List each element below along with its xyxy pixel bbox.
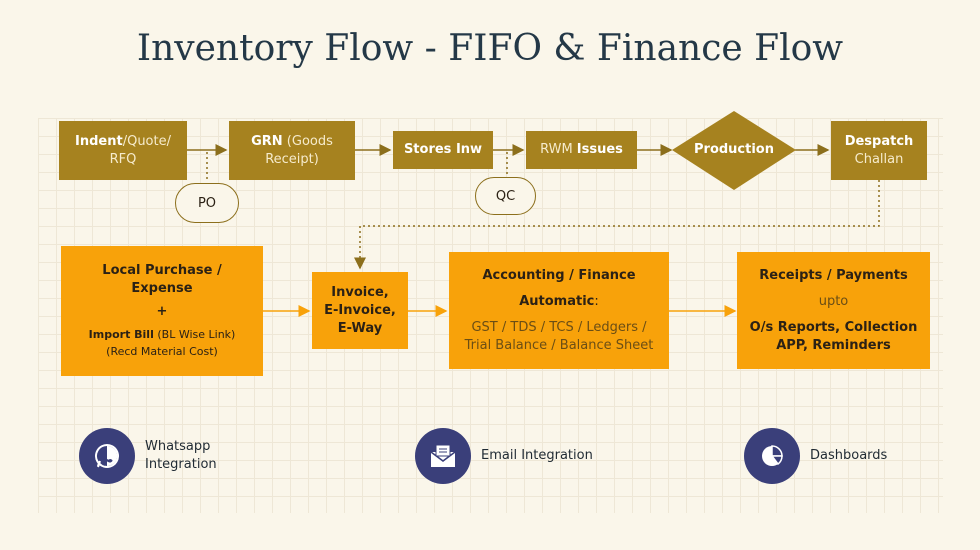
- dashboard-icon: [744, 428, 800, 484]
- local-purchase-line2: Expense: [131, 281, 193, 296]
- email-icon: [415, 428, 471, 484]
- production-diamond: [672, 111, 796, 190]
- accounting-box: Accounting / Finance Automatic: GST / TD…: [449, 252, 669, 369]
- receipts-upto: upto: [818, 293, 849, 309]
- automatic-label: Automatic: [519, 293, 595, 309]
- grn-box: GRN (Goods Receipt): [229, 121, 355, 180]
- po-pill: PO: [175, 183, 239, 223]
- indent-label: Indent: [75, 133, 123, 149]
- despatch-box: Despatch Challan: [831, 121, 927, 180]
- indent-box: Indent/Quote/ RFQ: [59, 121, 187, 180]
- email-label-line1: Email Integration: [481, 448, 593, 463]
- import-bill-rest: (BL Wise Link): [153, 328, 236, 341]
- local-purchase-line1: Local Purchase /: [102, 263, 222, 278]
- receipts-box: Receipts / Payments upto O/s Reports, Co…: [737, 252, 930, 369]
- automatic-colon: :: [594, 293, 599, 309]
- plus-sign: +: [156, 304, 168, 319]
- whatsapp-icon: [79, 428, 135, 484]
- production-label-box: Production: [672, 130, 796, 170]
- indent-label-rest: /Quote/: [122, 133, 171, 149]
- import-bill-label: Import Bill: [88, 328, 154, 341]
- rwm-label: Issues: [576, 142, 623, 157]
- recd-material-cost: (Recd Material Cost): [106, 345, 218, 358]
- production-label: Production: [694, 142, 774, 157]
- indent-label-line2: RFQ: [109, 151, 137, 167]
- despatch-label: Despatch: [844, 133, 914, 149]
- grn-label: GRN: [251, 133, 283, 149]
- invoice-line1: Invoice,: [331, 284, 389, 300]
- accounting-line2: Trial Balance / Balance Sheet: [464, 337, 654, 353]
- grn-label-line2: Receipt): [265, 151, 319, 167]
- whatsapp-label-line1: Whatsapp: [145, 439, 211, 454]
- stores-box: Stores Inw: [393, 131, 493, 169]
- receipts-line2: APP, Reminders: [776, 337, 891, 353]
- dashboards-label: Dashboards: [810, 447, 887, 465]
- whatsapp-label-line2: Integration: [145, 457, 217, 472]
- whatsapp-label: Whatsapp Integration: [145, 438, 217, 474]
- email-label: Email Integration: [481, 447, 593, 465]
- grn-label-rest: (Goods: [282, 133, 333, 149]
- rwm-box: RWM Issues: [526, 131, 637, 169]
- rwm-label-light: RWM: [540, 142, 577, 157]
- dotted-despatch-invoice: [354, 180, 880, 270]
- invoice-line3: E-Way: [337, 320, 383, 336]
- dashboards-label-line1: Dashboards: [810, 448, 888, 463]
- accounting-line1: GST / TDS / TCS / Ledgers /: [471, 319, 647, 335]
- page-title: Inventory Flow - FIFO & Finance Flow: [136, 28, 844, 69]
- invoice-box: Invoice, E-Invoice, E-Way: [312, 272, 408, 349]
- qc-pill: QC: [475, 177, 536, 215]
- receipts-heading: Receipts / Payments: [759, 267, 908, 283]
- local-purchase-box: Local Purchase / Expense + Import Bill (…: [61, 246, 263, 376]
- accounting-heading: Accounting / Finance: [482, 267, 636, 283]
- invoice-line2: E-Invoice,: [324, 302, 396, 318]
- receipts-line1: O/s Reports, Collection: [749, 319, 918, 335]
- stores-label: Stores Inw: [403, 142, 483, 157]
- despatch-label-line2: Challan: [854, 151, 904, 167]
